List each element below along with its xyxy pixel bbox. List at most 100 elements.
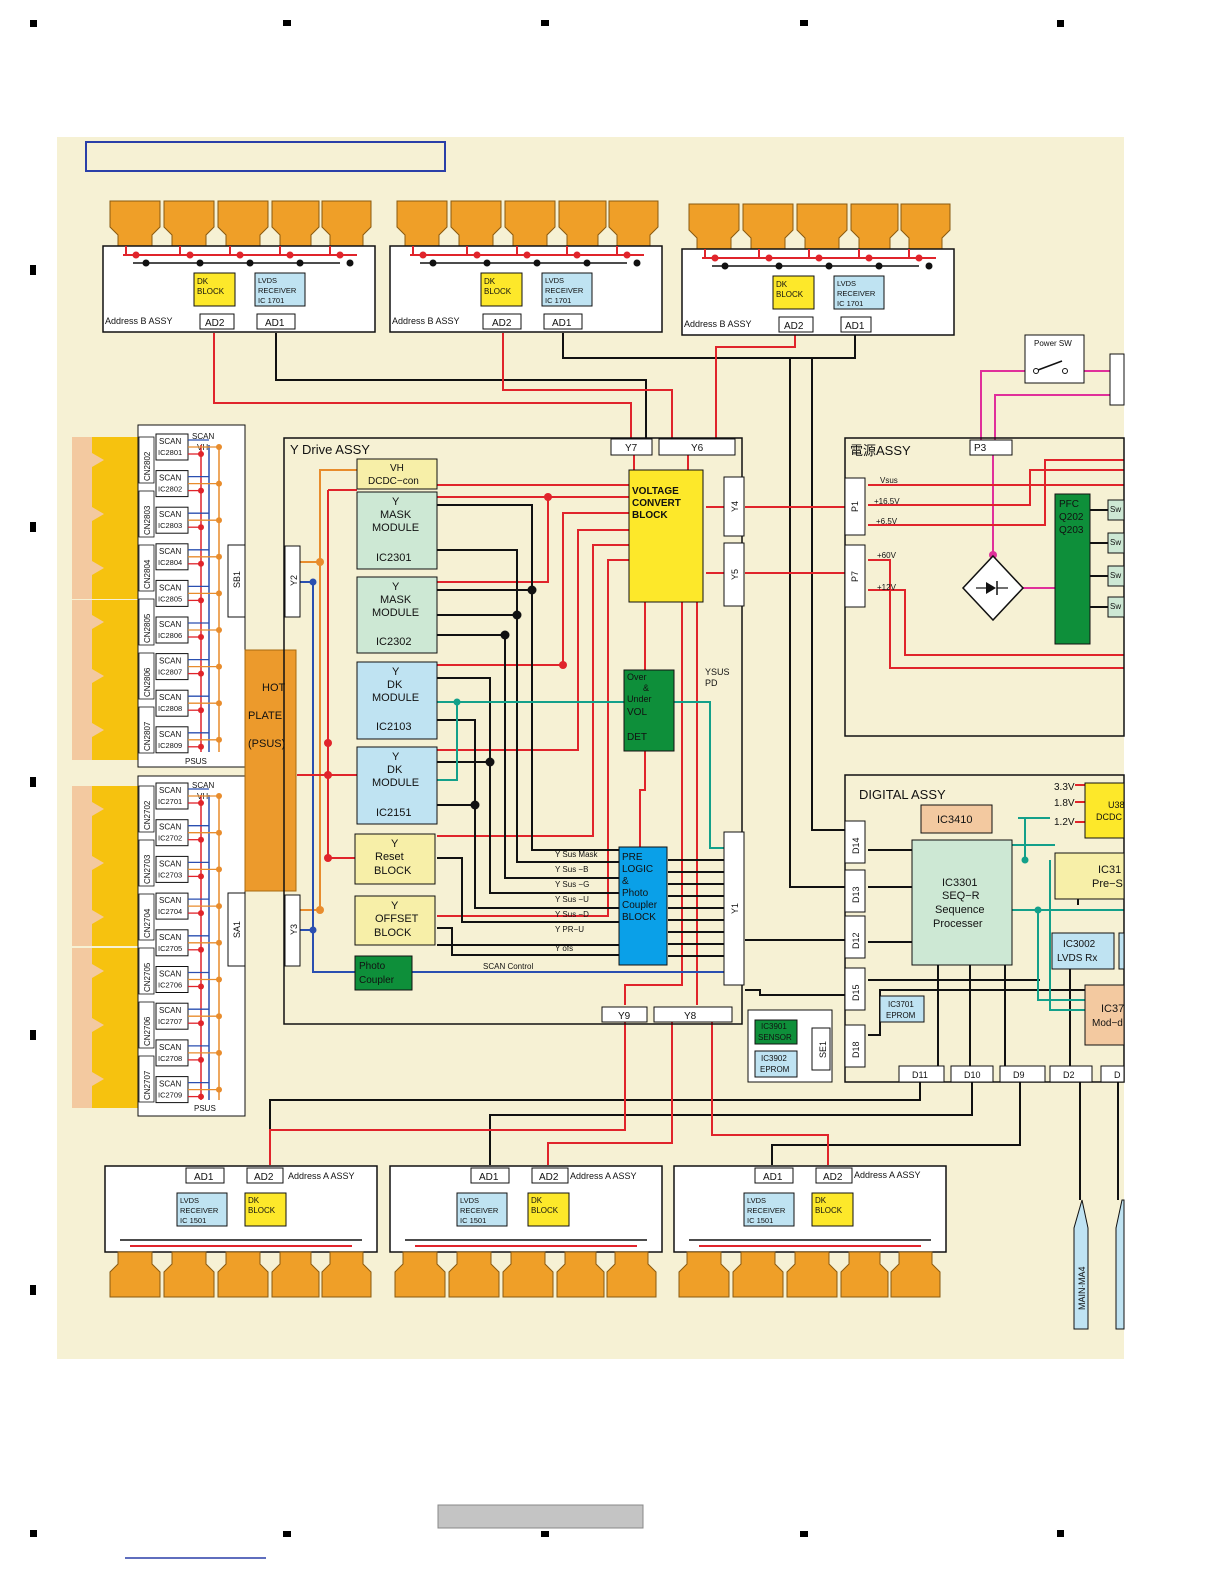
over-label-3: Under (627, 694, 652, 704)
address-b-links (412, 246, 641, 267)
y6-label: Y6 (691, 443, 704, 454)
junction-dot (132, 251, 140, 259)
junction-dot (198, 800, 204, 806)
flex-notch (92, 507, 104, 521)
cn-label: CN2705 (143, 962, 152, 992)
registration-marks (30, 20, 1064, 1537)
scan-ics-lower: SCANIC2701SCANIC2702SCANIC2703SCANIC2704… (155, 782, 222, 1104)
junction-dots (309, 493, 1042, 934)
ad2-label: AD2 (784, 321, 804, 332)
scan-top-label: SCAN (192, 432, 214, 441)
scan-ic-scan-label: SCAN (159, 1080, 181, 1089)
junction-dot (216, 829, 222, 836)
lvds-receiver (833, 275, 885, 310)
dcdc-label-1: U38 (1108, 800, 1125, 810)
flex-tabs (394, 1251, 657, 1298)
assy-label: Address B ASSY (105, 316, 173, 326)
junction-dot (633, 259, 641, 267)
dk-block (480, 272, 523, 307)
y-offset-block (354, 895, 436, 946)
y4-connector (723, 476, 745, 537)
over-label-5: DET (627, 732, 647, 743)
address-b-links (125, 246, 354, 267)
sensor-label-2: SENSOR (758, 1033, 792, 1042)
pfc-label-1: PFC (1059, 499, 1079, 510)
lvds-label-1: LVDS (460, 1196, 479, 1205)
flex-tabs (678, 1251, 941, 1298)
flex-notch (92, 669, 104, 683)
ic3410-label: IC3410 (937, 814, 972, 826)
lvds-label-3: IC 1501 (180, 1216, 206, 1225)
scan-ic-scan-label: SCAN (159, 620, 181, 629)
mask2-label-1: Y (392, 581, 400, 593)
se1-label: SE1 (818, 1041, 828, 1058)
v165-label: +16.5V (874, 497, 900, 506)
scan-ic-scan-label: SCAN (159, 474, 181, 483)
cn-label: CN2707 (143, 1070, 152, 1100)
cn-label: CN2703 (143, 854, 152, 884)
junction-dot (198, 836, 204, 843)
digital-title: DIGITAL ASSY (859, 787, 946, 802)
over-label-1: Over (627, 672, 647, 682)
power-sw-label: Power SW (1034, 339, 1072, 348)
p7-connector (844, 544, 866, 608)
dk2-label-4: IC2151 (376, 807, 411, 819)
v12-label: +12V (877, 583, 897, 592)
address-b-assy-1: DK BLOCK LVDS RECEIVER IC 1701 Address B… (102, 200, 376, 333)
sw-label-4: Sw (1110, 602, 1121, 611)
left-flex-upper (72, 437, 138, 760)
junction-dot (711, 254, 719, 262)
p1-connector (844, 477, 866, 536)
psus-label: PSUS (194, 1104, 216, 1113)
scan-ic-box (155, 653, 189, 681)
junction-dot (196, 259, 204, 267)
lvds-receiver (743, 1192, 795, 1227)
scan-ic-box (155, 579, 189, 607)
flex-notch (92, 723, 104, 737)
junction-dot (915, 254, 923, 262)
vconv-label-3: BLOCK (632, 510, 668, 521)
lvds-label-1: LVDS (837, 279, 856, 288)
junction-dot (198, 910, 204, 917)
hot-plate-label-1: HOT (262, 682, 286, 694)
sw-label-2: Sw (1110, 538, 1121, 547)
digital-bottom-connector (999, 1065, 1046, 1083)
y2-label: Y2 (289, 575, 299, 586)
ad1-label: AD1 (552, 318, 572, 329)
address-b-assy-3: DK BLOCK LVDS RECEIVER IC 1701 Address B… (681, 203, 955, 336)
junction-dot (216, 793, 222, 799)
junction-dot (198, 983, 204, 990)
address-b-assy-2: DK BLOCK LVDS RECEIVER IC 1701 Address B… (389, 200, 663, 333)
ic31-block (1054, 852, 1125, 900)
ic3410-block (920, 804, 993, 834)
scan-ic-scan-label: SCAN (159, 510, 181, 519)
cn-label: CN2806 (143, 667, 152, 697)
scan-ic-name: IC2801 (158, 448, 182, 457)
flex-notch (92, 910, 104, 924)
dcdc-label-2: DCDC (1096, 812, 1122, 822)
y6-connector (658, 438, 736, 456)
v60-label: +60V (877, 551, 897, 560)
sa1-connector (227, 892, 246, 967)
junction-dot (198, 946, 204, 953)
dk1-label-4: IC2103 (376, 721, 411, 733)
ad1-connector (470, 1167, 510, 1184)
junction-dot (198, 707, 204, 714)
scan-ic-box (155, 929, 189, 957)
cn-connector (138, 544, 155, 592)
dk2-label-3: MODULE (372, 777, 419, 789)
mask1-label-4: IC2301 (376, 552, 411, 564)
lvds-label-1: LVDS (180, 1196, 199, 1205)
scan-ic-box (155, 1039, 189, 1067)
scan-ic-scan-label: SCAN (159, 859, 181, 868)
junction-dot (216, 700, 222, 707)
flex-notch (92, 856, 104, 870)
title-box (85, 141, 446, 172)
scan-ic-name: IC2701 (158, 797, 182, 806)
dk-block-label-2: BLOCK (197, 287, 225, 296)
ad1-connector (543, 313, 583, 330)
scan-ic-name: IC2705 (158, 944, 182, 953)
v65-label: +6.5V (876, 517, 898, 526)
offset-label-2: OFFSET (375, 913, 419, 925)
